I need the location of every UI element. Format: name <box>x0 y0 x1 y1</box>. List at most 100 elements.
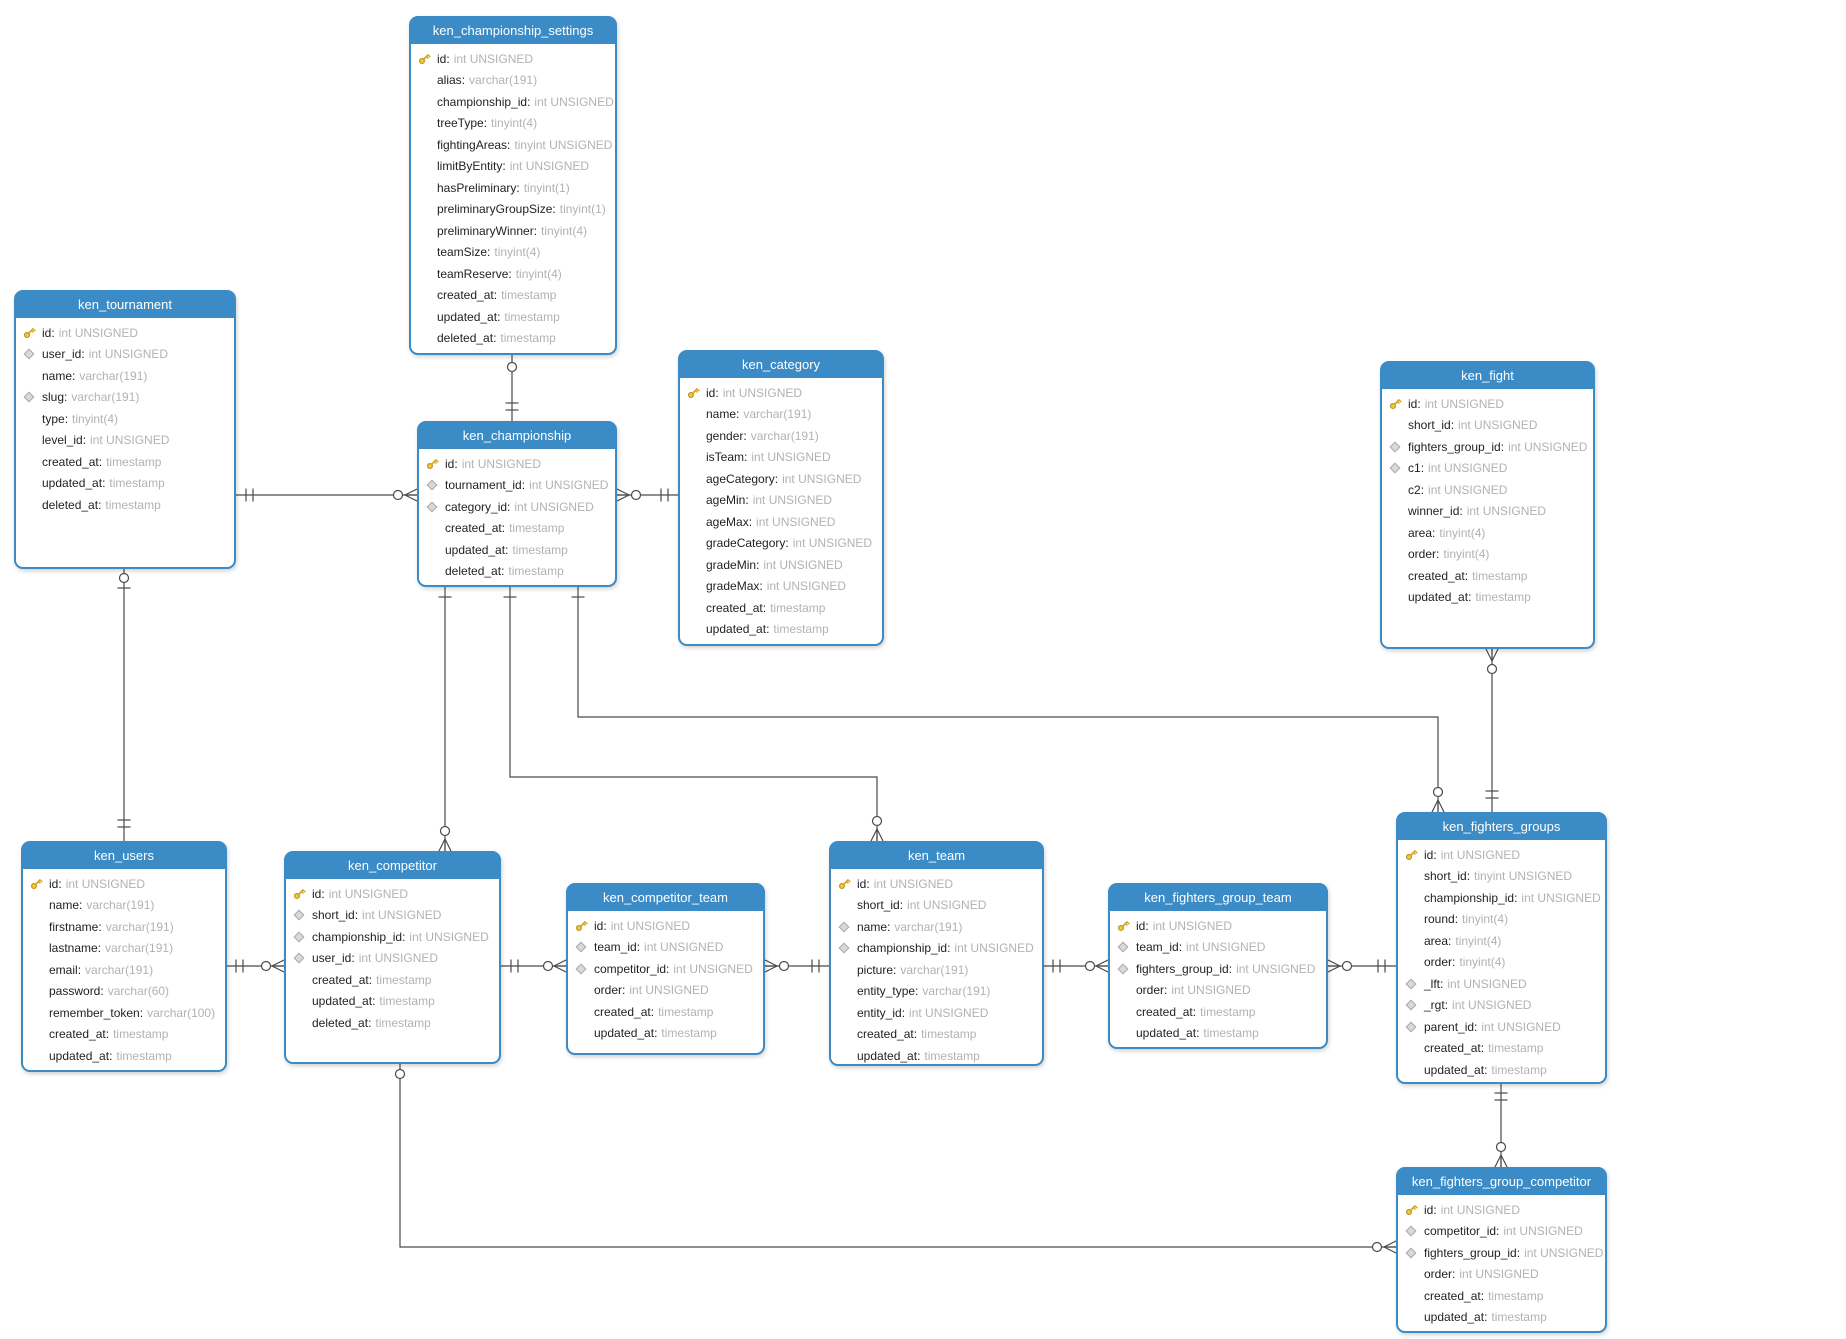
field-name: isTeam <box>706 450 747 464</box>
field-type: int UNSIGNED <box>1171 983 1251 998</box>
field-type: tinyint(4) <box>494 245 541 260</box>
table-ken_competitor[interactable]: ken_competitoridint UNSIGNEDshort_idint … <box>284 851 501 1064</box>
field-row: gradeMinint UNSIGNED <box>680 554 882 576</box>
field-row: created_attimestamp <box>23 1024 225 1046</box>
field-name: order <box>1424 1267 1455 1281</box>
field-name: id <box>42 326 55 340</box>
foreign-key-icon-cell <box>831 921 857 933</box>
field-row: idint UNSIGNED <box>411 48 615 70</box>
relationship-ken_users-ken_competitor <box>227 959 285 973</box>
field-type: varchar(191) <box>79 368 148 383</box>
field-row: updated_attimestamp <box>1382 587 1593 609</box>
primary-key-icon-cell <box>1382 396 1408 411</box>
field-type: int UNSIGNED <box>610 918 691 933</box>
foreign-key-icon-cell <box>1398 1225 1424 1237</box>
field-type: tinyint(1) <box>559 202 606 217</box>
field-name: preliminaryWinner <box>437 224 537 238</box>
foreign-key-icon-cell <box>286 931 312 943</box>
field-name: created_at <box>594 1005 654 1019</box>
field-name: gradeCategory <box>706 536 789 550</box>
field-row: _rgtint UNSIGNED <box>1398 995 1605 1017</box>
foreign-key-icon <box>1117 963 1129 975</box>
table-ken_users[interactable]: ken_usersidint UNSIGNEDnamevarchar(191)f… <box>21 841 227 1072</box>
foreign-key-icon-cell <box>286 952 312 964</box>
table-title: ken_users <box>23 843 225 869</box>
primary-key-icon <box>1389 399 1402 410</box>
field-name: fighters_group_id <box>1136 962 1232 976</box>
field-name: treeType <box>437 116 487 130</box>
field-type: varchar(191) <box>922 984 991 999</box>
foreign-key-icon-cell <box>419 479 445 491</box>
table-ken_fighters_group_competitor[interactable]: ken_fighters_group_competitoridint UNSIG… <box>1396 1167 1607 1333</box>
relationship-ken_tournament-ken_users <box>117 569 131 841</box>
field-name: short_id <box>857 898 903 912</box>
field-type: int UNSIGNED <box>328 886 409 901</box>
field-type: timestamp <box>1491 1062 1547 1077</box>
field-row: winner_idint UNSIGNED <box>1382 501 1593 523</box>
field-type: timestamp <box>376 972 432 987</box>
field-row: idint UNSIGNED <box>286 883 499 905</box>
table-ken_competitor_team[interactable]: ken_competitor_teamidint UNSIGNEDteam_id… <box>566 883 765 1055</box>
field-row: created_attimestamp <box>1110 1001 1326 1023</box>
field-name: id <box>1424 848 1437 862</box>
field-name: user_id <box>42 347 85 361</box>
field-name: user_id <box>312 951 355 965</box>
table-title: ken_fighters_group_competitor <box>1398 1169 1605 1195</box>
field-type: int UNSIGNED <box>534 94 614 109</box>
table-title: ken_championship <box>419 423 615 449</box>
field-name: updated_at <box>49 1049 112 1063</box>
field-row: gradeCategoryint UNSIGNED <box>680 533 882 555</box>
field-type: int UNSIGNED <box>907 898 987 913</box>
table-ken_category[interactable]: ken_categoryidint UNSIGNEDnamevarchar(19… <box>678 350 884 646</box>
field-type: int UNSIGNED <box>1428 482 1508 497</box>
foreign-key-icon <box>23 391 35 403</box>
field-row: idint UNSIGNED <box>831 873 1042 895</box>
field-type: timestamp <box>109 476 165 491</box>
field-name: c2 <box>1408 483 1424 497</box>
field-type: int UNSIGNED <box>362 908 442 923</box>
table-ken_championship_settings[interactable]: ken_championship_settingsidint UNSIGNEDa… <box>409 16 617 355</box>
field-row: gradeMaxint UNSIGNED <box>680 576 882 598</box>
field-name: team_id <box>1136 940 1182 954</box>
field-row: created_attimestamp <box>568 1001 763 1023</box>
field-name: championship_id <box>312 930 405 944</box>
field-type: timestamp <box>512 542 568 557</box>
field-name: ageMin <box>706 493 749 507</box>
field-row: ageMaxint UNSIGNED <box>680 511 882 533</box>
field-name: updated_at <box>312 994 375 1008</box>
field-name: fightingAreas <box>437 138 510 152</box>
field-row: short_idint UNSIGNED <box>286 905 499 927</box>
field-row: updated_attimestamp <box>568 1023 763 1045</box>
table-field-list: idint UNSIGNEDaliasvarchar(191)champions… <box>411 44 615 351</box>
table-ken_championship[interactable]: ken_championshipidint UNSIGNEDtournament… <box>417 421 617 587</box>
field-type: varchar(191) <box>894 919 963 934</box>
field-row: deleted_attimestamp <box>419 561 615 583</box>
field-type: int UNSIGNED <box>1459 1267 1539 1282</box>
field-row: user_idint UNSIGNED <box>16 344 234 366</box>
field-row: created_attimestamp <box>286 969 499 991</box>
table-ken_fighters_group_team[interactable]: ken_fighters_group_teamidint UNSIGNEDtea… <box>1108 883 1328 1049</box>
field-type: int UNSIGNED <box>782 471 862 486</box>
field-row: areatinyint(4) <box>1398 930 1605 952</box>
foreign-key-icon <box>838 942 850 954</box>
field-name: id <box>437 52 450 66</box>
primary-key-icon <box>687 388 700 399</box>
field-name: updated_at <box>437 310 500 324</box>
field-row: created_attimestamp <box>16 451 234 473</box>
field-name: deleted_at <box>42 498 101 512</box>
field-name: _rgt <box>1424 998 1448 1012</box>
primary-key-icon <box>30 879 43 890</box>
field-type: int UNSIGNED <box>514 499 594 514</box>
table-ken_fighters_groups[interactable]: ken_fighters_groupsidint UNSIGNEDshort_i… <box>1396 812 1607 1084</box>
field-type: int UNSIGNED <box>1424 396 1505 411</box>
primary-key-icon-cell <box>1398 1202 1424 1217</box>
field-row: championship_idint UNSIGNED <box>286 926 499 948</box>
field-name: gradeMax <box>706 579 763 593</box>
primary-key-icon-cell <box>286 886 312 901</box>
field-type: tinyint(4) <box>72 411 119 426</box>
field-name: limitByEntity <box>437 159 506 173</box>
